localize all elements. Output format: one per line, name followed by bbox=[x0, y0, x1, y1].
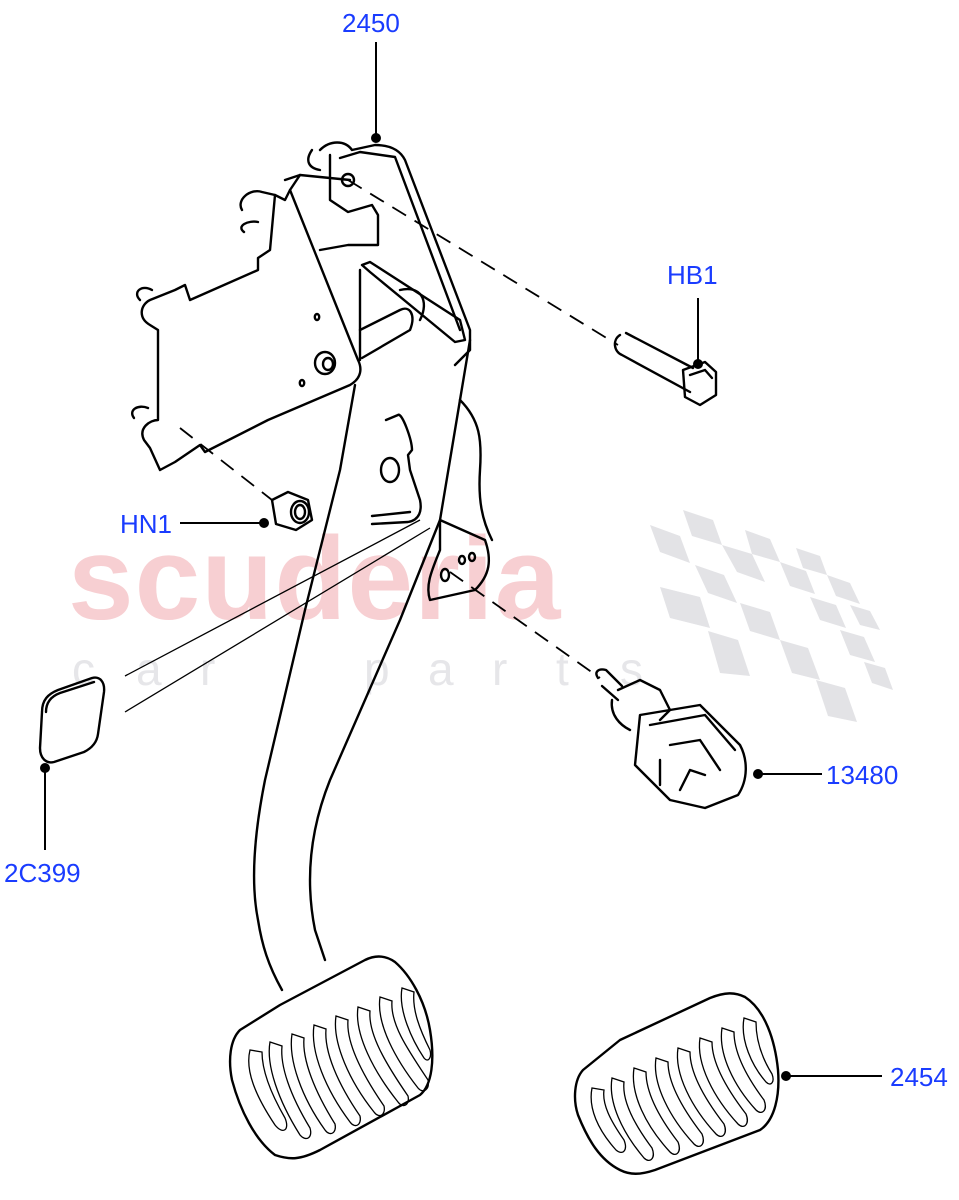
watermark-brand: scuderia bbox=[68, 513, 562, 645]
callout-hn1[interactable]: HN1 bbox=[120, 509, 173, 539]
pedal-arm bbox=[252, 338, 494, 992]
tagline-letter: t bbox=[556, 643, 569, 695]
tagline-letter: r bbox=[492, 643, 508, 695]
bolt-hb1 bbox=[613, 331, 718, 407]
callout-2c399[interactable]: 2C399 bbox=[4, 858, 81, 888]
tagline-letter: a bbox=[428, 643, 454, 695]
pedal-pad-2454 bbox=[573, 992, 780, 1175]
tagline-letter: r bbox=[200, 643, 216, 695]
tagline-letter: a bbox=[136, 643, 162, 695]
callout-2454[interactable]: 2454 bbox=[890, 1062, 948, 1092]
stop-lamp-switch-13480 bbox=[595, 668, 747, 810]
leader-lines bbox=[40, 42, 882, 1081]
callout-2450[interactable]: 2450 bbox=[342, 8, 400, 38]
tagline-letter: c bbox=[72, 643, 95, 695]
pedal-pad-attached bbox=[228, 955, 434, 1160]
pad-2c399 bbox=[38, 676, 106, 764]
callout-hb1[interactable]: HB1 bbox=[667, 260, 718, 290]
pedal-box-bracket-2450 bbox=[131, 141, 472, 472]
nut-hn1 bbox=[270, 490, 314, 532]
callout-13480[interactable]: 13480 bbox=[826, 760, 899, 790]
